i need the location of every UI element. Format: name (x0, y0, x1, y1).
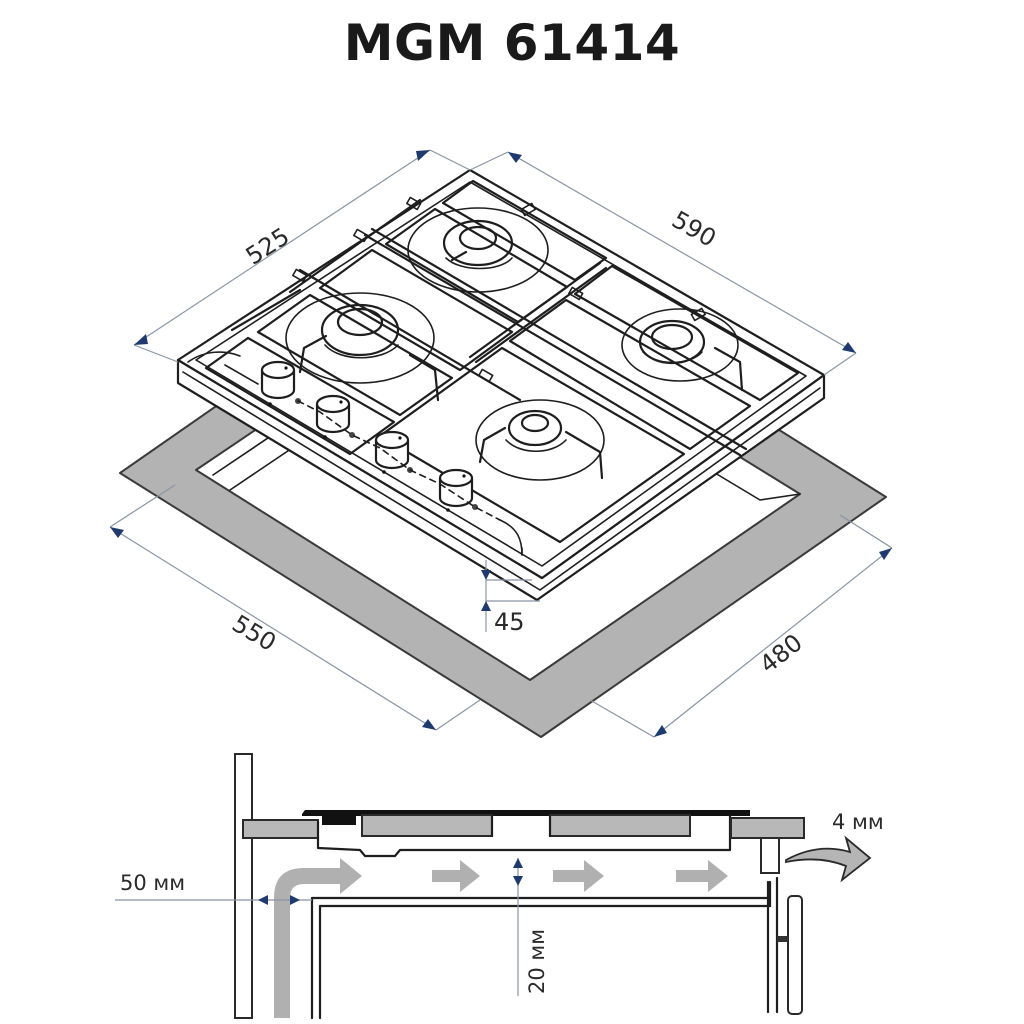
countertop-left (242, 819, 319, 839)
countertop-right (730, 817, 805, 839)
burner-left (285, 292, 435, 384)
label-vent-gap: 4 мм (832, 810, 884, 834)
burner-arms (298, 250, 744, 480)
dimension-lines (109, 149, 893, 738)
section-view (115, 753, 872, 1020)
cooktop (176, 168, 826, 602)
exhaust-arrow (785, 835, 872, 883)
knob-4 (438, 468, 478, 512)
airflow-arrows (274, 835, 872, 1018)
knob-1 (260, 360, 301, 406)
dim-label-45: 45 (494, 608, 525, 636)
hob-body (316, 814, 732, 858)
burner-rear (407, 207, 549, 293)
wall (234, 753, 253, 1019)
burner-right (621, 308, 739, 382)
burner-front (475, 399, 605, 481)
oven-cabinet (310, 876, 803, 1020)
page-title: MGM 61414 (343, 14, 681, 72)
knob-3 (374, 430, 413, 474)
dim-label-550: 550 (227, 609, 281, 657)
control-knobs (260, 360, 501, 521)
dim-label-480: 480 (754, 629, 807, 679)
knob-2 (315, 394, 355, 439)
dim-label-590: 590 (667, 205, 721, 252)
label-air-gap: 20 мм (525, 929, 549, 994)
dim-label-525: 525 (241, 222, 295, 270)
label-wall-clearance: 50 мм (120, 871, 185, 895)
